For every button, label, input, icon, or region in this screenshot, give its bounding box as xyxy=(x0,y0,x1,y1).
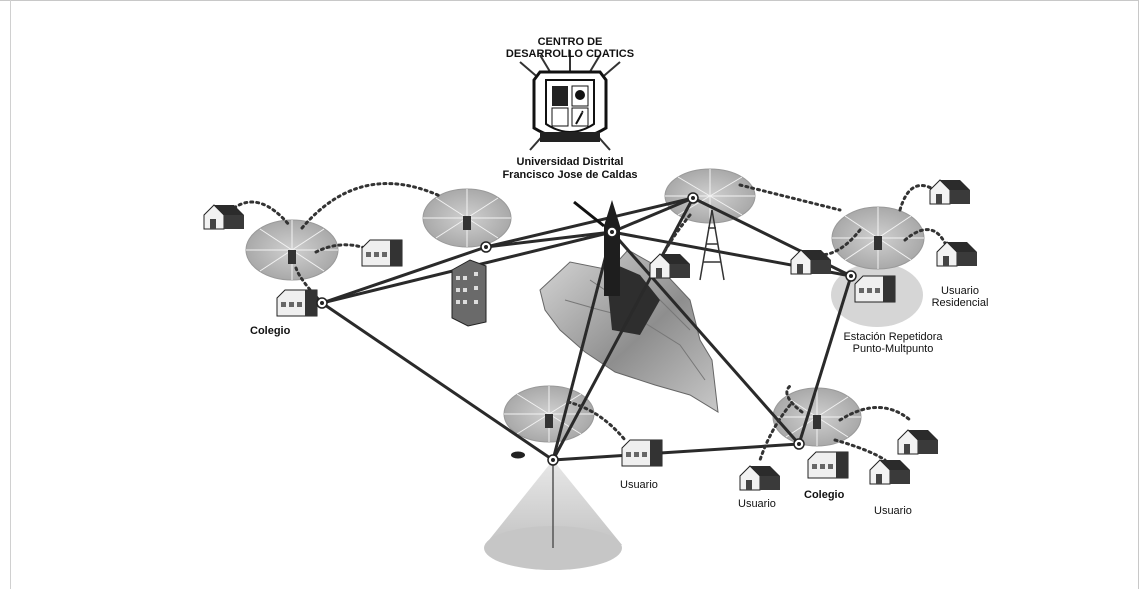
user-building-icon xyxy=(621,439,663,467)
building-icon xyxy=(361,239,403,267)
sector-disk xyxy=(503,385,595,443)
label-colegio-left: Colegio xyxy=(250,325,291,337)
house-icon xyxy=(869,459,911,485)
lattice-tower-icon xyxy=(699,209,725,281)
label-usuario-bottom: Usuario xyxy=(738,498,776,510)
sector-disk xyxy=(831,206,925,270)
house-icon xyxy=(739,465,781,491)
repeater-building-icon xyxy=(854,275,896,303)
header-line-2: DESARROLLO CDATICS xyxy=(505,48,635,60)
university-name-line-1: Universidad Distrital xyxy=(516,156,624,168)
header-line-1: CENTRO DE xyxy=(537,36,603,48)
school-building-icon xyxy=(276,289,318,317)
label-usuario-center: Usuario xyxy=(620,479,658,491)
central-tower-icon xyxy=(573,200,620,296)
radio-node-icon xyxy=(316,297,328,309)
radio-node-icon xyxy=(547,454,559,466)
house-icon xyxy=(929,179,971,205)
sector-disk xyxy=(664,168,756,224)
sector-disk xyxy=(772,387,862,447)
house-icon xyxy=(649,253,691,279)
label-estacion-1: Estación Repetidora xyxy=(843,331,943,343)
radio-node-icon xyxy=(687,192,699,204)
label-colegio-bottom: Colegio xyxy=(804,489,845,501)
label-usuario-residencial-2: Residencial xyxy=(931,297,989,309)
house-icon xyxy=(936,241,978,267)
skyscraper-icon xyxy=(451,259,487,327)
house-icon xyxy=(203,204,245,230)
sector-disk xyxy=(422,188,512,248)
university-name-line-2: Francisco Jose de Caldas xyxy=(502,169,638,181)
left-rule xyxy=(10,0,11,589)
label-usuario-residencial-1: Usuario xyxy=(941,285,979,297)
access-links xyxy=(232,182,950,462)
radio-node-icon xyxy=(845,270,857,282)
label-usuario-bottom-right: Usuario xyxy=(874,505,912,517)
university-crest-logo xyxy=(519,50,621,151)
radio-node-icon xyxy=(606,226,618,238)
house-icon xyxy=(897,429,939,455)
radio-node-icon xyxy=(793,438,805,450)
radio-node-icon xyxy=(480,241,492,253)
label-estacion-2: Punto-Multpunto xyxy=(852,343,934,355)
school-building-icon xyxy=(807,451,849,479)
camera-icon xyxy=(511,451,525,459)
